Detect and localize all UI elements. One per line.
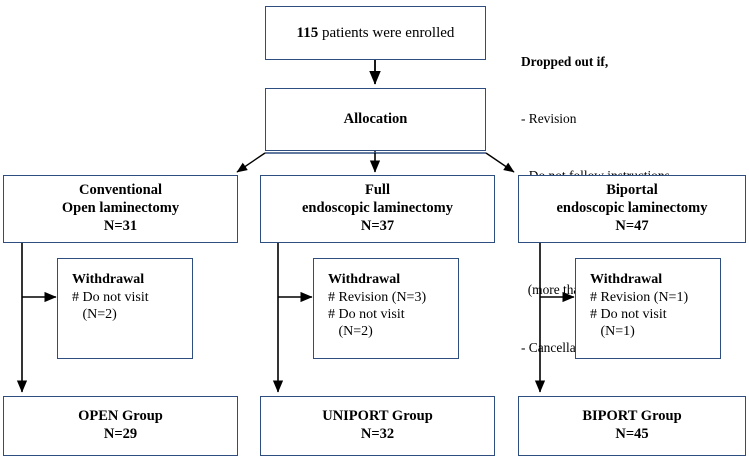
result-open-line1: OPEN Group xyxy=(78,408,163,425)
allocation-label: Allocation xyxy=(343,110,408,127)
withdrawal-open-line-1: # Do not visit xyxy=(72,290,149,306)
arrow-allocation-to-biport xyxy=(485,152,515,173)
withdrawal-box-open: Withdrawal # Do not visit (N=2) xyxy=(57,258,193,359)
withdrawal-uniport-title: Withdrawal xyxy=(328,272,401,287)
result-biport-line1: BIPORT Group xyxy=(582,408,682,425)
group-open-line2: Open laminectomy xyxy=(61,200,180,217)
withdrawal-biport-line-2: # Do not visit xyxy=(590,307,667,323)
allocation-box: Allocation xyxy=(265,88,486,151)
arrow-allocation-to-open xyxy=(236,152,266,173)
group-box-uniport: Full endoscopic laminectomy N=37 xyxy=(260,175,495,243)
withdrawal-biport-line-3: (N=1) xyxy=(590,324,635,340)
withdrawal-uniport-line-2: # Do not visit xyxy=(328,307,405,323)
group-box-biport: Biportal endoscopic laminectomy N=47 xyxy=(518,175,746,243)
result-uniport-line2: N=32 xyxy=(360,426,395,442)
result-biport-line2: N=45 xyxy=(615,426,649,442)
result-open-line2: N=29 xyxy=(103,426,138,442)
enrollment-text: 115 patients were enrolled xyxy=(297,24,455,42)
enrollment-label: patients were enrolled xyxy=(318,24,455,41)
withdrawal-box-uniport: Withdrawal # Revision (N=3) # Do not vis… xyxy=(313,258,459,359)
dropout-note-title: Dropped out if, xyxy=(521,54,609,70)
withdrawal-box-biport: Withdrawal # Revision (N=1) # Do not vis… xyxy=(575,258,721,359)
withdrawal-uniport-line-1: # Revision (N=3) xyxy=(328,290,427,306)
group-biport-line1: Biportal xyxy=(606,182,658,199)
dropout-note-item-1: - Revision xyxy=(521,111,577,127)
withdrawal-biport-line-1: # Revision (N=1) xyxy=(590,290,689,306)
group-uniport-line2: endoscopic laminectomy xyxy=(301,200,454,217)
enrollment-box: 115 patients were enrolled xyxy=(265,6,486,60)
result-box-biport: BIPORT Group N=45 xyxy=(518,396,746,456)
withdrawal-uniport-line-3: (N=2) xyxy=(328,324,373,340)
withdrawal-biport-title: Withdrawal xyxy=(590,272,663,287)
group-biport-line2: endoscopic laminectomy xyxy=(556,200,708,217)
group-uniport-line3: N=37 xyxy=(360,217,395,234)
result-box-uniport: UNIPORT Group N=32 xyxy=(260,396,495,456)
group-box-open: Conventional Open laminectomy N=31 xyxy=(3,175,238,243)
result-box-open: OPEN Group N=29 xyxy=(3,396,238,456)
withdrawal-open-title: Withdrawal xyxy=(72,272,145,287)
group-biport-line3: N=47 xyxy=(615,217,649,234)
group-open-line3: N=31 xyxy=(103,217,138,234)
result-uniport-line1: UNIPORT Group xyxy=(322,408,433,425)
group-open-line1: Conventional xyxy=(79,182,162,199)
group-uniport-line1: Full xyxy=(365,182,390,199)
withdrawal-open-line-2: (N=2) xyxy=(72,307,117,323)
enrollment-count: 115 xyxy=(296,24,319,41)
